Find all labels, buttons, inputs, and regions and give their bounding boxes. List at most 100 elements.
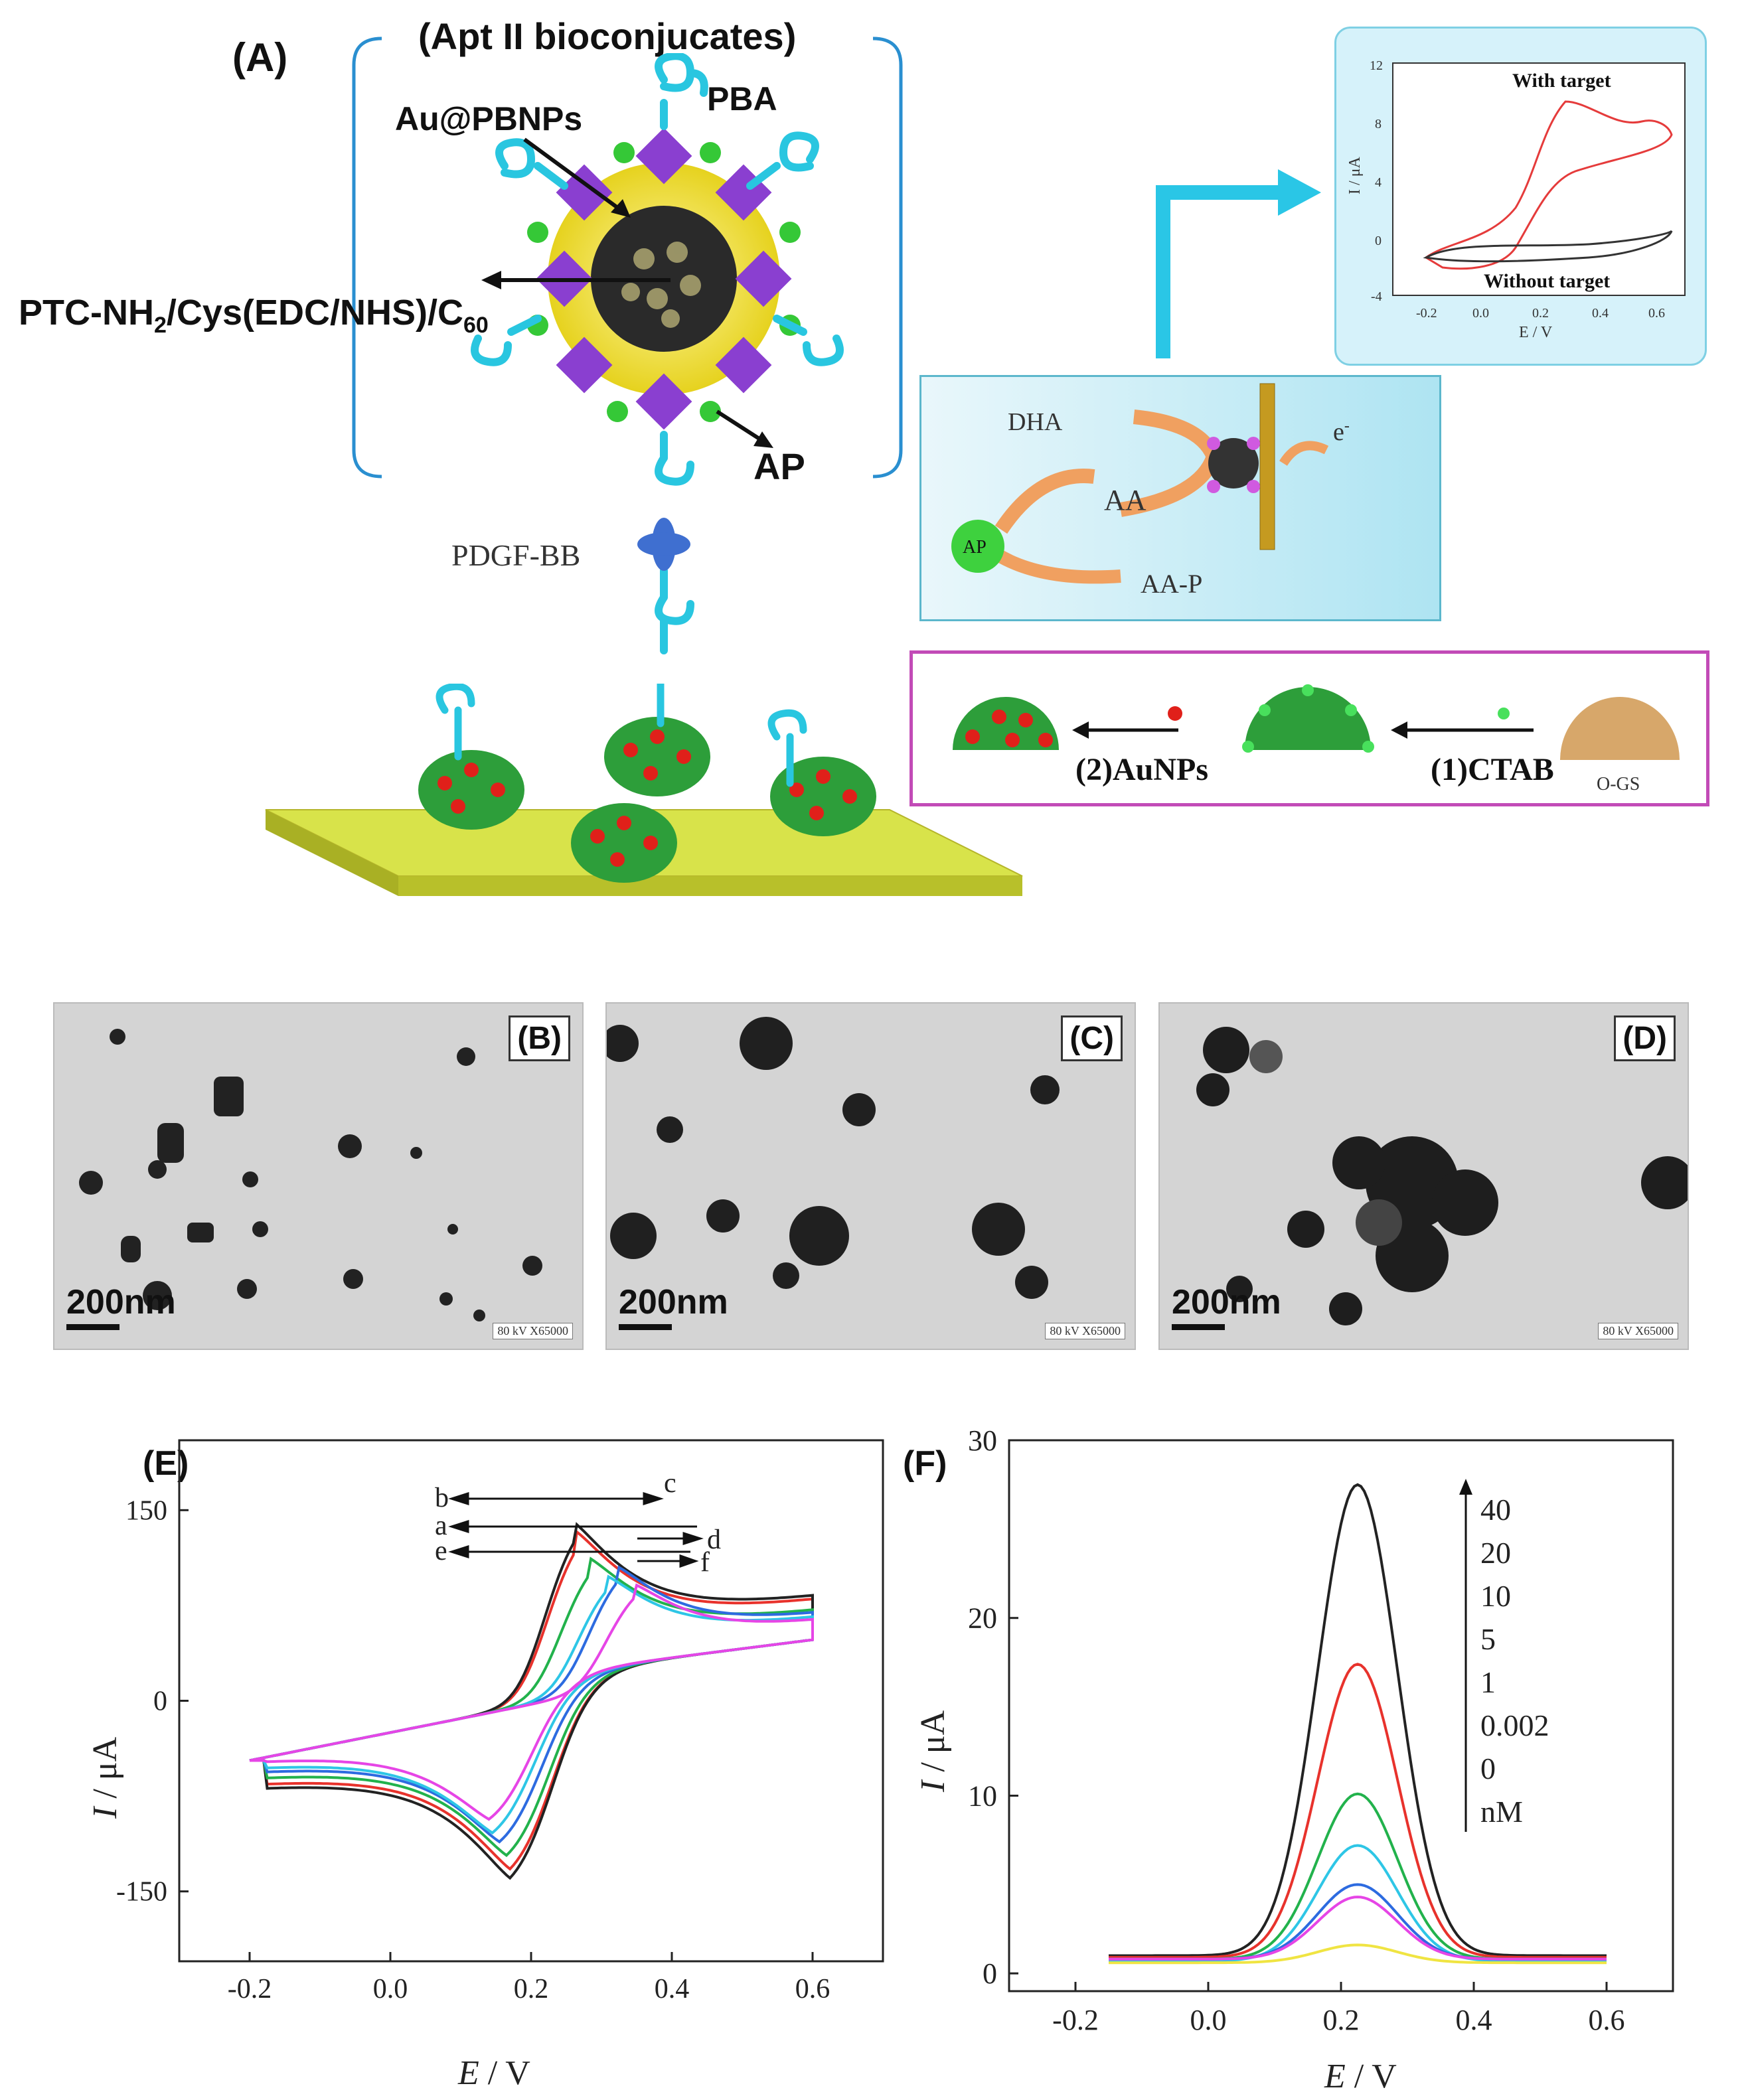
chart-f-ytick-label: 10 — [968, 1779, 997, 1812]
chart-f-legend-value: 20 — [1480, 1536, 1511, 1570]
panel-c-label: (C) — [1061, 1015, 1123, 1061]
tem-particles-d — [1196, 1027, 1688, 1325]
ptc-label: PTC-NH2/Cys(EDC/NHS)/C60 — [19, 292, 489, 338]
chart-f-legend-value: 40 — [1480, 1493, 1511, 1527]
chart-e-curve-label-a: a — [435, 1511, 447, 1541]
chart-f-frame — [1008, 1439, 1674, 1992]
chart-e-ytick-label: -150 — [116, 1877, 167, 1908]
chart-f-ylabel-italic: I — [914, 1779, 952, 1793]
electrode — [265, 684, 1023, 896]
chart-f-xlabel-rest: / V — [1346, 2058, 1397, 2095]
chart-f-xlabel: E / V — [1324, 2058, 1397, 2095]
tem-panel-c: (C) 200nm 80 kV X65000 — [605, 1002, 1136, 1350]
chart-e-curve-label-e: e — [435, 1536, 447, 1566]
inset-ytick: 12 — [1370, 58, 1383, 73]
inset-xtick: 0.4 — [1592, 306, 1609, 321]
inset-xtick: -0.2 — [1416, 306, 1437, 321]
chart-f-series-0.002 — [1109, 1896, 1607, 1961]
chart-e-xtick-label: 0.4 — [655, 1974, 690, 2004]
chart-e-xlabel-rest: / V — [479, 2054, 530, 2092]
step2-label: (2)AuNPs — [1075, 752, 1208, 787]
chart-f-series-5 — [1109, 1844, 1607, 1963]
chart-e-series-f — [249, 1583, 814, 1821]
chart-f-xlabel-italic: E — [1324, 2058, 1346, 2095]
chart-f-ytick-label: 0 — [983, 1957, 997, 1990]
chart-f-legend-value: 10 — [1480, 1579, 1511, 1613]
panel-c-scale-text: 200nm — [619, 1283, 728, 1321]
inset-ylabel: I / μA — [1346, 156, 1364, 194]
dha-label: DHA — [1008, 408, 1063, 436]
bioconjugate-bracket — [352, 37, 903, 479]
chart-e-ylabel: I / μA — [86, 1736, 124, 1819]
step1-label: (1)CTAB — [1431, 752, 1554, 787]
panel-d-scale-bar — [1172, 1324, 1225, 1330]
chart-e-ytick-label: 0 — [153, 1687, 167, 1717]
inset-without-target: Without target — [1484, 270, 1610, 292]
aa-label: AA — [1104, 484, 1147, 516]
ptc-sub60: 60 — [463, 312, 489, 338]
chart-f-ytick-label: 20 — [968, 1602, 997, 1635]
chart-f-ylabel: I / μA — [914, 1710, 952, 1793]
panel-d-label: (D) — [1614, 1015, 1676, 1061]
panel-b-scale-text: 200nm — [66, 1283, 176, 1321]
aptamer-glyphs — [471, 53, 844, 654]
chart-e-ylabel-italic: I — [86, 1805, 124, 1819]
chart-f-legend-arrowhead — [1459, 1479, 1472, 1495]
inset-ytick: 4 — [1375, 175, 1382, 190]
chart-e-curve-label-d: d — [707, 1525, 721, 1555]
ptc-mid: /Cys(EDC/NHS)/C — [166, 293, 463, 333]
chart-f-series-20 — [1109, 1663, 1607, 1959]
chart-e-frame — [178, 1439, 884, 1963]
inset-xtick: 0.2 — [1532, 306, 1549, 321]
panel-a-label: (A) — [232, 35, 288, 80]
electron-label: e- — [1333, 417, 1350, 446]
chart-e-curve-label-f: f — [700, 1547, 710, 1578]
chart-f-xtick-label: 0.4 — [1456, 2004, 1492, 2036]
prep-box: (2)AuNPs (1)CTAB O-GS — [910, 650, 1709, 806]
ap-arrow — [716, 410, 773, 448]
chart-f-legend-value: 0.002 — [1480, 1708, 1549, 1742]
chart-e-xtick-label: 0.2 — [514, 1974, 549, 2004]
chart-f-legend-value: 5 — [1480, 1622, 1496, 1656]
ptc-arrow — [481, 271, 671, 289]
chart-e-xtick-label: 0.6 — [795, 1974, 830, 2004]
panel-d-scale-text: 200nm — [1172, 1283, 1281, 1321]
chart-f-curves — [1109, 1483, 1607, 1965]
reaction-box: DHA AA AA-P AP e- — [919, 375, 1441, 621]
inset-xlabel: E / V — [1519, 324, 1553, 341]
chart-e-curve-label-b: b — [435, 1483, 449, 1513]
tem-panel-b: (B) 200nm 80 kV X65000 — [53, 1002, 584, 1350]
chart-f-legend-value: 1 — [1480, 1665, 1496, 1699]
inset-ytick: -4 — [1371, 289, 1382, 304]
inset-with-target: With target — [1512, 70, 1611, 92]
panel-c-stamp: 80 kV X65000 — [1045, 1323, 1125, 1339]
bracket-title: (Apt II bioconjucates) — [418, 15, 797, 57]
chart-f-xtick-label: 0.0 — [1190, 2004, 1227, 2036]
inset-ytick: 0 — [1375, 234, 1382, 248]
tem-panel-d: (D) 200nm 80 kV X65000 — [1158, 1002, 1689, 1350]
tem-particles-b — [79, 1029, 542, 1321]
chart-e-xtick-label: 0.0 — [373, 1974, 408, 2004]
panel-b-label: (B) — [509, 1015, 570, 1061]
chart-f-series-10 — [1109, 1792, 1607, 1961]
ptc-main: PTC-NH — [19, 293, 154, 333]
chart-e-curve-label-c: c — [664, 1468, 676, 1499]
electron-sup: - — [1344, 417, 1350, 435]
chart-f-ylabel-rest: / μA — [914, 1710, 952, 1780]
inset-cv-plot: With target Without target I / μA E / V … — [1346, 58, 1686, 341]
ap-circle-label: AP — [963, 537, 987, 558]
chart-f-ytick-label: 30 — [968, 1424, 997, 1457]
chart-f-xtick-label: -0.2 — [1052, 2004, 1099, 2036]
chart-e-xtick-label: -0.2 — [228, 1974, 272, 2004]
panel-b-scale-bar — [66, 1324, 119, 1330]
chart-f-legend-unit: nM — [1480, 1795, 1523, 1829]
chart-f-xtick-label: 0.2 — [1323, 2004, 1360, 2036]
chart-e-xlabel-italic: E — [457, 2054, 479, 2092]
reaction-scheme: DHA AA AA-P AP e- — [951, 383, 1350, 599]
aap-label: AA-P — [1141, 569, 1202, 599]
tem-particles-c — [607, 1017, 1060, 1299]
